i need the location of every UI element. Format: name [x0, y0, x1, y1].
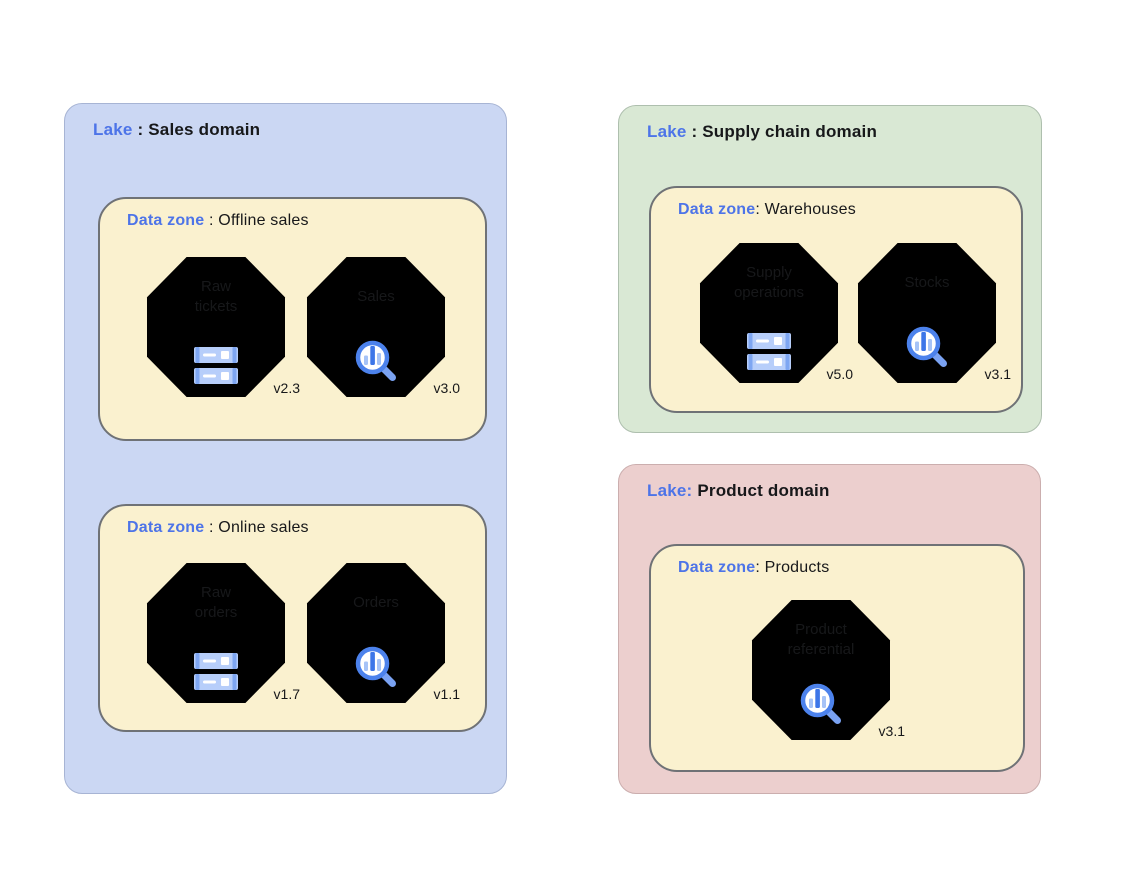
search-analytics-icon — [798, 681, 844, 727]
zone-name: : Products — [755, 559, 830, 576]
storage-icon — [194, 347, 238, 384]
data-zone-offline-sales: Data zone : Offline sales Raw tickets v2… — [98, 197, 487, 441]
lake-supply-title: Lake : Supply chain domain — [647, 122, 877, 142]
zone-warehouses-title: Data zone: Warehouses — [678, 201, 856, 219]
asset-name: Stocks — [904, 273, 950, 291]
lake-label: Lake — [647, 122, 687, 141]
search-analytics-icon — [904, 324, 950, 370]
zone-name: : Warehouses — [755, 201, 856, 218]
asset-raw-orders: Raw orders v1.7 — [145, 561, 300, 705]
asset-sales: Sales v3.0 — [305, 255, 460, 399]
storage-icon — [194, 653, 238, 690]
asset-version: v1.7 — [273, 686, 300, 702]
data-zone-warehouses: Data zone: Warehouses Supply operations … — [649, 186, 1023, 413]
data-zone-products: Data zone: Products Product referential … — [649, 544, 1025, 772]
asset-name: Raw tickets — [194, 277, 238, 315]
lake-name: : Supply chain domain — [686, 122, 878, 141]
zone-name: : Offline sales — [204, 212, 309, 229]
data-zone-online-sales: Data zone : Online sales Raw orders v1.7… — [98, 504, 487, 732]
lake-sales-domain: Lake : Sales domain Data zone : Offline … — [64, 103, 507, 794]
lake-supply-chain-domain: Lake : Supply chain domain Data zone: Wa… — [618, 105, 1042, 433]
lake-sales-title: Lake : Sales domain — [93, 120, 260, 140]
asset-version: v2.3 — [273, 380, 300, 396]
asset-raw-tickets: Raw tickets v2.3 — [145, 255, 300, 399]
lake-label: Lake: — [647, 481, 693, 500]
asset-version: v3.0 — [433, 380, 460, 396]
data-zone-label: Data zone — [678, 559, 756, 576]
asset-version: v3.1 — [984, 366, 1011, 382]
zone-products-title: Data zone: Products — [678, 559, 829, 577]
data-zone-label: Data zone — [127, 212, 205, 229]
lake-name: : Sales domain — [132, 120, 261, 139]
asset-name: Raw orders — [194, 583, 238, 621]
asset-version: v5.0 — [826, 366, 853, 382]
lake-product-title: Lake: Product domain — [647, 481, 830, 501]
asset-name: Product referential — [787, 620, 855, 658]
lake-label: Lake — [93, 120, 133, 139]
lake-name: Product domain — [692, 481, 830, 500]
storage-icon — [747, 333, 791, 370]
asset-orders: Orders v1.1 — [305, 561, 460, 705]
lake-product-domain: Lake: Product domain Data zone: Products… — [618, 464, 1041, 794]
zone-online-title: Data zone : Online sales — [127, 519, 309, 537]
asset-name: Supply operations — [733, 263, 805, 301]
zone-name: : Online sales — [204, 519, 309, 536]
data-zone-label: Data zone — [127, 519, 205, 536]
asset-stocks: Stocks v3.1 — [856, 241, 1011, 385]
data-zone-label: Data zone — [678, 201, 756, 218]
asset-name: Orders — [353, 593, 399, 611]
asset-name: Sales — [357, 287, 395, 305]
zone-offline-title: Data zone : Offline sales — [127, 212, 309, 230]
asset-product-referential: Product referential v3.1 — [750, 598, 905, 742]
search-analytics-icon — [353, 338, 399, 384]
asset-supply-operations: Supply operations v5.0 — [698, 241, 853, 385]
asset-version: v1.1 — [433, 686, 460, 702]
asset-version: v3.1 — [878, 723, 905, 739]
search-analytics-icon — [353, 644, 399, 690]
